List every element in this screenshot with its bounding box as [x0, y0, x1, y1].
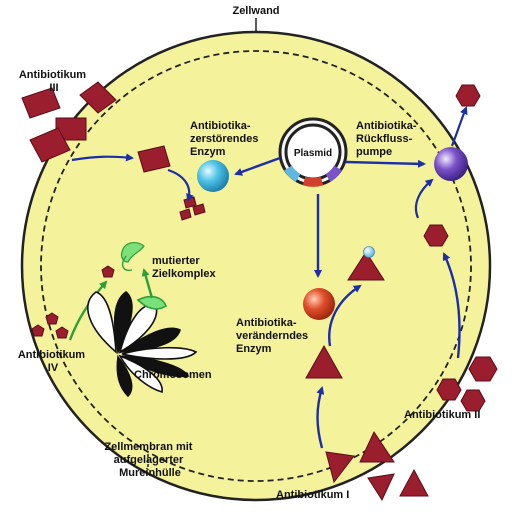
triangle-icon [325, 451, 355, 484]
parallelogram-icon [21, 87, 61, 119]
label-antibiotikum-iii: Antibiotikum III [19, 69, 89, 94]
label-plasmid: Plasmid [294, 148, 332, 159]
label-veraenderndes-enzym: Antibiotika- veränderndes Enzym [236, 317, 311, 355]
antibiotic-iv-group [31, 265, 115, 339]
arrow-chromosome-target [141, 268, 154, 299]
parallelogram-icon [29, 127, 71, 163]
label-antibiotikum-ii: Antibiotikum II [404, 409, 480, 421]
antibiotic-i-group [325, 430, 429, 502]
pentagon-icon [101, 265, 115, 278]
label-rueckflusspumpe: Antibiotika- Rückfluss- pumpe [356, 120, 420, 158]
label-zielkomplex: mutierter Zielkomplex [152, 255, 216, 280]
antibiotic-iii-group [21, 81, 206, 221]
parallelogram-icon [79, 81, 117, 114]
pentagon-icon [45, 312, 59, 325]
parallelogram-icon [192, 203, 206, 216]
pentagon-icon [31, 324, 45, 337]
hexagon-icon [423, 224, 449, 247]
modification-marker [363, 246, 375, 258]
arrow-plasmid-pump [345, 159, 426, 168]
hexagon-icon [455, 84, 481, 107]
plasmid-ring [278, 117, 348, 187]
triangle-icon [305, 344, 343, 379]
modifying-enzyme-sphere [303, 288, 335, 320]
parallelogram-icon [179, 208, 192, 221]
hexagon-icon [436, 378, 462, 401]
arrow-iv-in [68, 280, 108, 341]
label-zellmembran: Zellmembran mit aufgelagerter Mureinhüll… [104, 441, 195, 479]
hexagon-icon [460, 389, 486, 412]
label-antibiotikum-i: Antibiotikum I [276, 489, 349, 501]
parallelogram-icon [137, 145, 171, 173]
label-zerstoerendes-enzym: Antibiotika- zerstörendes Enzym [190, 120, 262, 158]
arrow-pump-out [450, 106, 468, 147]
hexagon-icon [468, 356, 498, 382]
triangle-icon [347, 251, 385, 281]
antibiotic-ii-group [423, 84, 498, 412]
pentagon-icon [55, 326, 69, 339]
arrow-ii-in [442, 252, 461, 359]
cell-membrane [40, 50, 472, 482]
arrow-ii-to-pump [414, 178, 434, 219]
arrow-iii-in [71, 153, 134, 162]
label-zellwand: Zellwand [232, 5, 279, 17]
arrow-modify [328, 284, 362, 347]
destroying-enzyme-sphere [197, 160, 229, 192]
arrow-plasmid-destroying [234, 156, 281, 176]
label-antibiotikum-iv: Antibiotikum IV [18, 349, 88, 374]
arrow-i-in [316, 386, 325, 449]
mutated-target-complex [120, 242, 145, 271]
triangle-icon [359, 430, 395, 463]
efflux-pump-sphere [434, 147, 468, 181]
label-chromosomen: Chromosomen [134, 369, 212, 381]
arrow-iii-cut [167, 168, 194, 202]
triangle-icon [399, 468, 429, 497]
triangle-icon [367, 473, 395, 502]
chromosome-fan [87, 291, 198, 398]
